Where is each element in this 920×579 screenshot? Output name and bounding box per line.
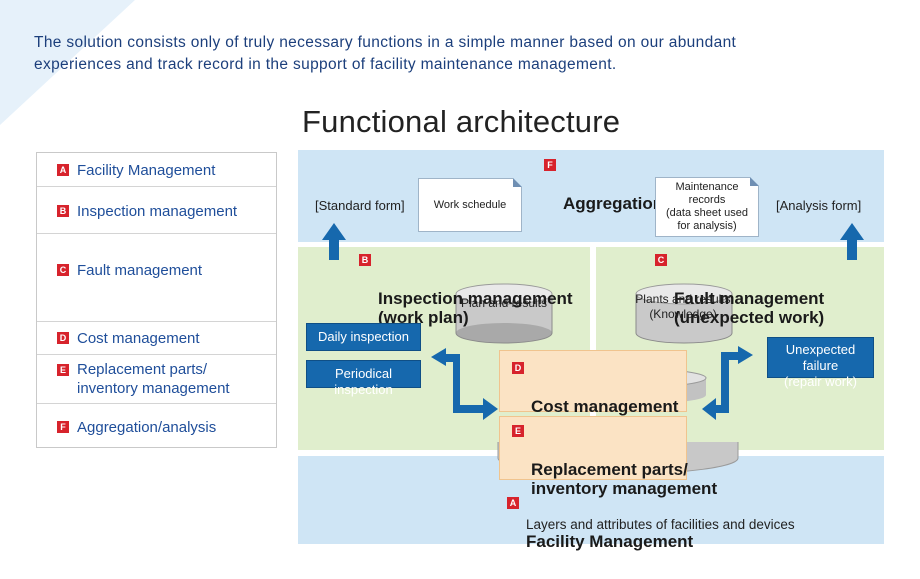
cost-heading: D Cost management xyxy=(512,359,679,416)
legend-label: Inspection management xyxy=(77,203,238,220)
standard-form-label: [Standard form] xyxy=(315,198,405,213)
corner-decoration xyxy=(0,0,135,125)
replacement-heading: E Replacement parts/ inventory managemen… xyxy=(512,422,718,498)
legend-label: Facility Management xyxy=(77,162,216,179)
replacement-panel xyxy=(499,416,687,480)
fault-title: Fault management (unexpected work) xyxy=(674,289,825,327)
legend-badge: C xyxy=(57,264,69,276)
legend-item-fault: C Fault management xyxy=(37,234,276,322)
intro-text: The solution consists only of truly nece… xyxy=(34,34,737,73)
up-arrow-left xyxy=(322,223,346,260)
work-schedule-doc: Work schedule xyxy=(418,178,522,232)
legend-badge: B xyxy=(57,205,69,217)
legend-badge: D xyxy=(57,332,69,344)
badge-a: A xyxy=(507,497,519,509)
badge-e: E xyxy=(512,425,524,437)
legend-list: A Facility Management B Inspection manag… xyxy=(36,152,277,448)
replacement-title: Replacement parts/ inventory management xyxy=(531,460,718,498)
aggregation-band xyxy=(298,150,884,242)
cost-title: Cost management xyxy=(531,397,679,416)
badge-c: C xyxy=(655,254,667,266)
fault-heading: C Fault management (unexpected work) xyxy=(655,251,825,327)
architecture-diagram: F Aggregation/analysis [Standard form] W… xyxy=(298,150,884,551)
legend-label: Replacement parts/ inventory management xyxy=(77,361,230,397)
legend-label: Cost management xyxy=(77,330,200,347)
legend-badge: A xyxy=(57,164,69,176)
badge-d: D xyxy=(512,362,524,374)
facility-title: Facility Management xyxy=(526,532,694,551)
legend-item-cost: D Cost management xyxy=(37,322,276,355)
badge-b: B xyxy=(359,254,371,266)
plants-results-label: Plants and results (Knowledge) xyxy=(635,292,731,321)
periodical-inspection-box: Periodical inspection xyxy=(306,360,421,397)
inspection-heading: B Inspection management (work plan) xyxy=(359,251,573,327)
inspection-title: Inspection management (work plan) xyxy=(378,289,573,327)
legend-label: Fault management xyxy=(77,262,203,279)
plan-results-label: Plan and results xyxy=(460,296,548,310)
legend-item-aggregation: F Aggregation/analysis xyxy=(37,404,276,449)
diagram-title: Functional architecture xyxy=(302,104,621,139)
badge-f: F xyxy=(544,159,556,171)
left-elbow-arrow xyxy=(431,348,498,420)
legend-item-facility: A Facility Management xyxy=(37,153,276,187)
cost-panel xyxy=(499,350,687,412)
up-arrow-right xyxy=(840,223,864,260)
legend-badge: F xyxy=(57,421,69,433)
legend-item-replacement: E Replacement parts/ inventory managemen… xyxy=(37,355,276,404)
daily-inspection-box: Daily inspection xyxy=(306,323,421,351)
plan-results-cylinder xyxy=(455,283,553,344)
facility-heading: A Facility Management xyxy=(507,494,694,551)
legend-label: Aggregation/analysis xyxy=(77,419,217,436)
plants-results-cylinder xyxy=(635,283,733,344)
analysis-form-label: [Analysis form] xyxy=(776,198,862,213)
right-elbow-arrow xyxy=(702,346,753,420)
legend-item-inspection: B Inspection management xyxy=(37,187,276,234)
unexpected-failure-box: Unexpected failure (repair work) xyxy=(767,337,874,389)
facility-subtitle: Layers and attributes of facilities and … xyxy=(526,517,795,532)
legend-badge: E xyxy=(57,364,69,376)
maintenance-records-doc: Maintenance records (data sheet used for… xyxy=(655,177,759,237)
